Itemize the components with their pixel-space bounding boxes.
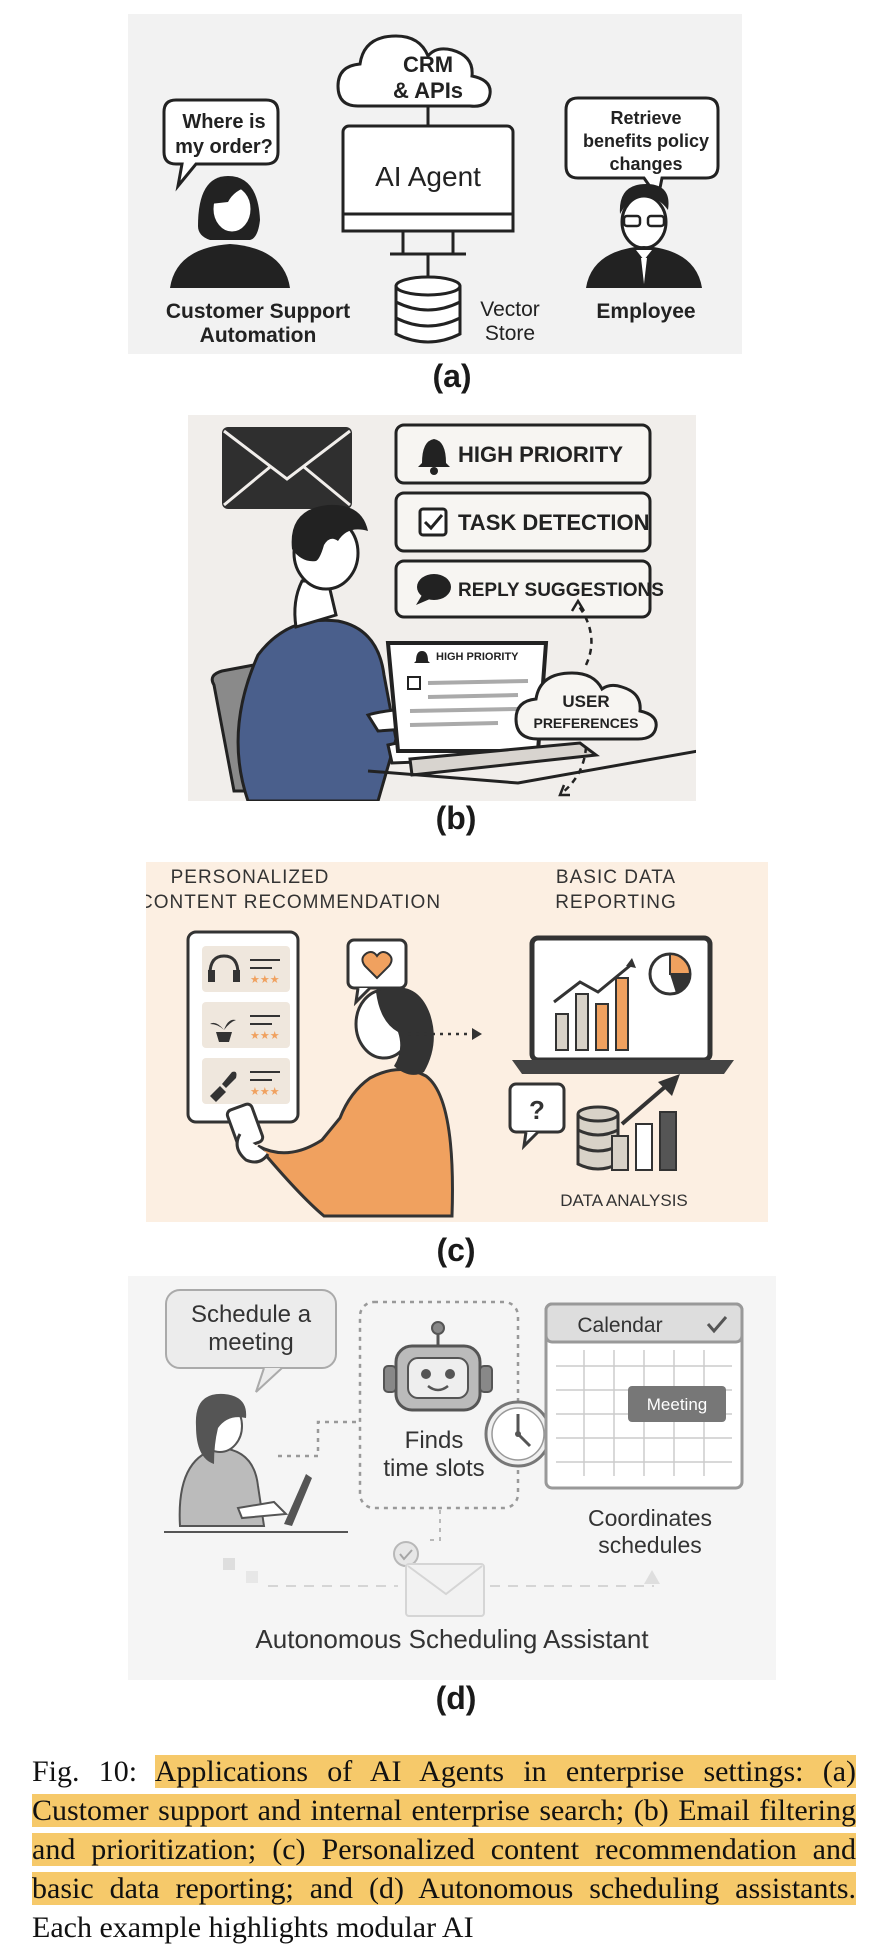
svg-text:★★★: ★★★ <box>250 1086 280 1098</box>
dashed-arrow-down <box>561 746 588 794</box>
figure-caption: Fig. 10: Applications of AI Agents in en… <box>32 1752 856 1947</box>
left-title-line2: CONTENT RECOMMENDATION <box>146 892 441 913</box>
caption-rest: Each example highlights modular AI <box>32 1911 474 1944</box>
robot-icon <box>383 1321 493 1412</box>
panel-a-illustration: CRM & APIs AI Agent Vector Store Where i… <box>128 14 742 354</box>
data-analysis-icon <box>576 1074 680 1171</box>
store-label: Store <box>485 322 535 345</box>
panel-b-label: (b) <box>435 800 477 836</box>
bubble-left-line2: my order? <box>175 136 273 158</box>
chip-task-detection <box>394 491 652 553</box>
crm-cloud-icon <box>336 34 492 108</box>
panel-b-illustration: HIGH PRIORITY TASK DETECTION REPLY SUGGE… <box>188 415 699 803</box>
caption-highlight: Applications of AI Agents in enterprise … <box>32 1755 856 1905</box>
laptop-chart-icon <box>512 935 734 1074</box>
chip-task-detection-label: TASK DETECTION <box>458 510 649 535</box>
heart-bubble-icon <box>346 938 408 1007</box>
coord-line1: Coordinates <box>588 1505 712 1531</box>
panel-a: CRM & APIs AI Agent Vector Store Where i… <box>128 14 742 354</box>
caption-prefix: Fig. 10: <box>32 1755 155 1788</box>
bubble-left-line1: Where is <box>182 111 265 133</box>
chip-high-priority-label: HIGH PRIORITY <box>458 442 623 467</box>
bot-line1: Finds <box>405 1427 464 1454</box>
calendar-icon <box>544 1302 744 1490</box>
speech-bubble-left <box>162 98 280 192</box>
bubble-line1: Schedule a <box>191 1301 312 1328</box>
bubble-right-line3: changes <box>609 154 682 174</box>
preferences-cloud-icon <box>514 671 658 741</box>
panel-d-label: (d) <box>435 1680 477 1716</box>
ai-agent-label: AI Agent <box>375 161 481 192</box>
recommendation-phone-icon: ★★★ ★★★ ★★★ <box>186 930 300 1124</box>
svg-text:★★★: ★★★ <box>250 1030 280 1042</box>
cloud-line1: USER <box>562 692 609 711</box>
right-title-line1: BASIC DATA <box>556 867 676 888</box>
laptop-icon <box>385 641 600 777</box>
panel-c: PERSONALIZED CONTENT RECOMMENDATION BASI… <box>139 862 768 1222</box>
left-caption-line2: Automation <box>200 324 317 347</box>
svg-text:★★★: ★★★ <box>250 974 280 986</box>
laptop-screen-label: HIGH PRIORITY <box>436 651 519 663</box>
data-analysis-label: DATA ANALYSIS <box>560 1191 688 1210</box>
panel-d-illustration: Schedule a meeting Finds time slots <box>128 1276 776 1680</box>
woman-with-phone-icon <box>225 987 454 1218</box>
schedule-bubble <box>165 1289 337 1393</box>
chip-high-priority <box>394 423 652 485</box>
clock-icon <box>484 1400 552 1468</box>
right-title-line2: REPORTING <box>555 892 677 913</box>
coord-line2: schedules <box>598 1532 702 1558</box>
crm-label-1: CRM <box>403 52 453 77</box>
vector-label: Vector <box>480 298 540 321</box>
right-caption: Employee <box>596 300 695 323</box>
chip-reply-suggestions-label: REPLY SUGGESTIONS <box>458 580 664 601</box>
meeting-label: Meeting <box>647 1395 707 1414</box>
bubble-right-line1: Retrieve <box>610 108 681 128</box>
envelope-icon <box>222 427 352 509</box>
bubble-line2: meeting <box>208 1329 293 1356</box>
question-mark: ? <box>529 1095 545 1125</box>
chip-reply-suggestions <box>394 559 652 619</box>
panel-c-illustration: PERSONALIZED CONTENT RECOMMENDATION BASI… <box>139 862 768 1222</box>
ai-agent-monitor-icon <box>341 124 515 276</box>
bubble-right-line2: benefits policy <box>583 131 709 151</box>
panel-c-label: (c) <box>436 1232 476 1268</box>
question-bubble-icon <box>508 1082 566 1151</box>
bot-dotted-frame <box>358 1300 520 1510</box>
panel-b: HIGH PRIORITY TASK DETECTION REPLY SUGGE… <box>188 415 699 803</box>
footer-label: Autonomous Scheduling Assistant <box>255 1624 649 1654</box>
connector-dotted-left <box>278 1420 360 1458</box>
panel-d: Schedule a meeting Finds time slots <box>128 1276 776 1680</box>
database-icon <box>394 275 462 344</box>
left-caption-line1: Customer Support <box>166 300 350 323</box>
calendar-title: Calendar <box>577 1314 662 1337</box>
desk-outline <box>367 749 699 785</box>
employee-avatar-icon <box>586 184 702 288</box>
left-title-line1: PERSONALIZED <box>171 867 330 888</box>
dashed-arrow-up <box>576 604 593 666</box>
faded-flow <box>223 1510 660 1617</box>
cloud-line2: PREFERENCES <box>533 715 638 731</box>
panel-a-label: (a) <box>432 358 472 394</box>
woman-laptop-icon <box>164 1393 348 1533</box>
bot-line2: time slots <box>383 1455 484 1482</box>
woman-avatar-icon <box>170 176 290 288</box>
crm-label-2: & APIs <box>393 78 463 103</box>
